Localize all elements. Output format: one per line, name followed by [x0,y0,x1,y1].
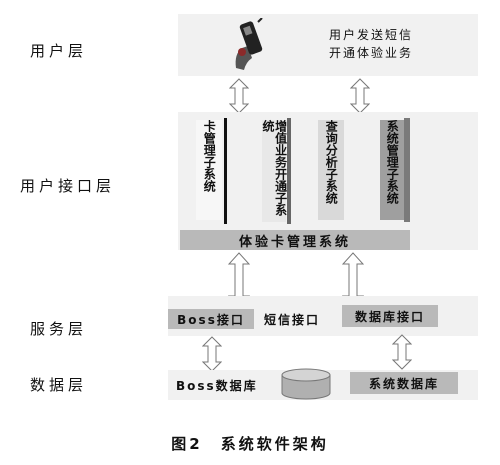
boss-database: Boss数据库 [176,377,258,394]
user-box-line1: 用户发送短信 [328,28,413,42]
double-arrow-icon [202,336,222,372]
boss-interface: Boss接口 [168,309,254,329]
divider-line [287,118,291,224]
main-system-label: 体验卡管理系统 [238,234,351,250]
user-layer-box [178,14,478,76]
user-box-text: 用户发送短信 开通体验业务 [296,26,446,62]
service-item-label: 短信接口 [264,313,321,327]
database-interface: 数据库接口 [342,305,438,327]
service-item-label: 数据库接口 [354,309,425,324]
subsystem-label: 增值业务开通子系统 [261,120,288,216]
layer-label-user: 用户层 [30,42,88,60]
figure-caption: 图2 系统软件架构 [171,435,329,453]
layer-label-interface: 用户接口层 [20,177,116,195]
subsystem-value-added: 增值业务开通子系统 [261,120,288,222]
layer-label-service: 服务层 [30,320,88,338]
subsystem-card-management: 卡管理子系统 [196,120,222,220]
divider-line [404,118,410,222]
phone-hand-icon [230,17,272,78]
user-box-line2: 开通体验业务 [328,46,413,60]
subsystem-label: 查询分析子系统 [324,120,339,204]
double-arrow-icon [392,334,412,370]
data-item-label: 系统数据库 [368,376,439,391]
subsystem-label: 卡管理子系统 [202,120,217,192]
double-arrow-icon [350,78,370,114]
sms-interface: 短信接口 [264,311,320,328]
subsystem-label: 系统管理子系统 [385,120,400,204]
layer-label-data: 数据层 [30,376,88,394]
double-arrow-icon [229,78,249,114]
subsystem-query-analysis: 查询分析子系统 [318,120,344,220]
main-system-bar: 体验卡管理系统 [180,230,410,250]
system-database: 系统数据库 [350,372,458,394]
subsystem-system-management: 系统管理子系统 [380,120,404,220]
database-cylinder-icon [280,368,332,404]
data-item-label: Boss数据库 [176,379,258,393]
service-item-label: Boss接口 [177,312,245,327]
divider-line [224,118,227,224]
